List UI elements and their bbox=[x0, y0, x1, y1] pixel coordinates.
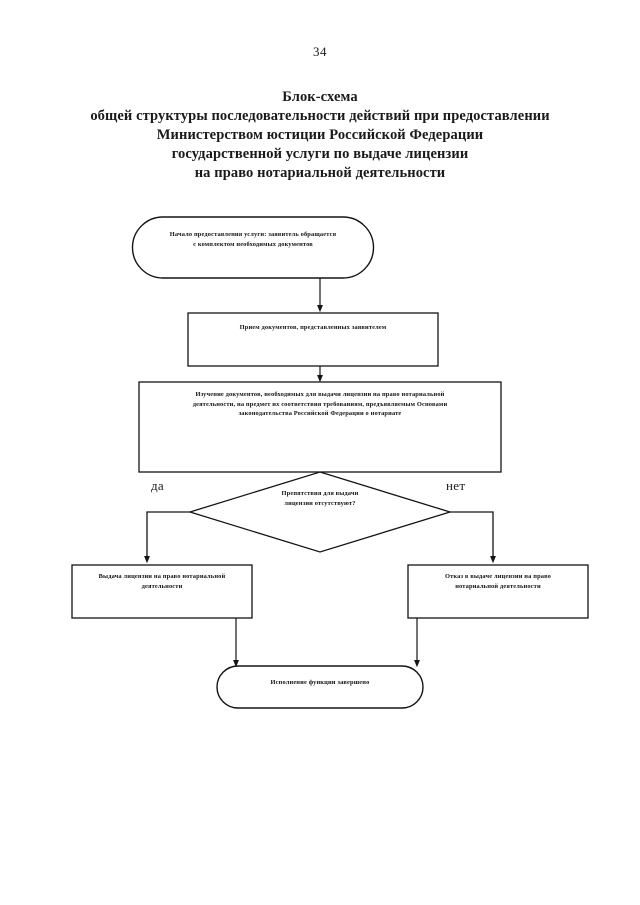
node-start-shape bbox=[131, 216, 375, 279]
node-intake-shape bbox=[187, 312, 439, 367]
node-grant-shape bbox=[71, 564, 253, 619]
branch-label-yes: да bbox=[151, 478, 164, 493]
node-review-shape bbox=[138, 381, 502, 473]
title-line-4: государственной услуги по выдаче лицензи… bbox=[171, 146, 469, 162]
title-line-2: общей структуры последовательности дейст… bbox=[90, 108, 550, 124]
edge-decision-to-refuse bbox=[450, 511, 497, 564]
title-line-5: на право нотариальной деятельности bbox=[194, 165, 446, 181]
title-line-3: Министерством юстиции Российской Федерац… bbox=[156, 127, 484, 143]
node-decision-shape bbox=[187, 471, 453, 553]
page-title: Блок-схема общей структуры последователь… bbox=[50, 88, 590, 183]
page-number: 34 bbox=[313, 44, 327, 59]
node-end-shape bbox=[216, 665, 424, 709]
branch-label-no: нет bbox=[446, 478, 466, 493]
node-refuse-shape bbox=[407, 564, 589, 619]
edge-decision-to-grant bbox=[144, 511, 190, 564]
title-line-1: Блок-схема bbox=[282, 89, 358, 105]
